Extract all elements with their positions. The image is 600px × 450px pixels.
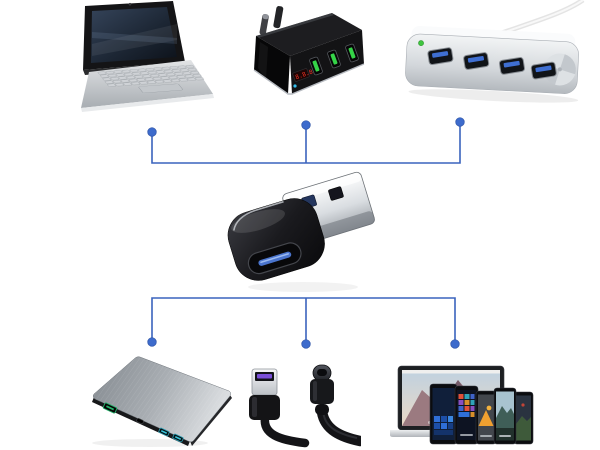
netbook-photo bbox=[75, 0, 215, 114]
usb-c-port bbox=[247, 242, 302, 275]
bottom-bracket-lines bbox=[151, 297, 456, 342]
phone-nexus bbox=[493, 387, 517, 445]
usb-ports bbox=[309, 43, 359, 76]
hub-body bbox=[405, 26, 579, 103]
usb-hub-photo bbox=[400, 0, 590, 103]
wall-charger-photo: 8.8.8 bbox=[248, 6, 366, 108]
usb-a-hole-icon bbox=[328, 186, 344, 201]
cable-wire bbox=[260, 413, 310, 448]
usb-cable-photo bbox=[243, 362, 361, 448]
top-bracket-lines bbox=[151, 124, 461, 164]
plug-prongs bbox=[259, 6, 284, 36]
triangle-wallpaper-icon bbox=[478, 410, 494, 426]
keyboard bbox=[97, 64, 205, 93]
dot-bottom-right bbox=[450, 339, 460, 349]
connector-dots bbox=[147, 117, 465, 349]
smartphones bbox=[429, 383, 534, 445]
dot-top-left bbox=[147, 127, 157, 137]
dot-bottom-middle bbox=[301, 339, 311, 349]
usb-a-connector bbox=[249, 368, 280, 420]
usb-c-connector bbox=[310, 364, 334, 415]
phone-windows-tiles bbox=[454, 385, 479, 445]
charger-body bbox=[253, 13, 365, 95]
usb-c-port-icon bbox=[136, 418, 144, 424]
laptop-screen bbox=[83, 1, 185, 70]
trackpad bbox=[138, 83, 183, 93]
mobile-devices-photo bbox=[388, 358, 534, 446]
laptop-base bbox=[81, 60, 214, 112]
phone-android-triangle bbox=[475, 390, 497, 445]
status-led-icon bbox=[293, 84, 297, 88]
phone-windows-tablet bbox=[429, 383, 458, 445]
hub-usb-ports bbox=[427, 47, 557, 80]
dot-top-middle bbox=[301, 120, 311, 130]
usb-a-tab-icon bbox=[257, 374, 272, 379]
power-bank-photo bbox=[88, 355, 238, 447]
power-led-icon bbox=[418, 40, 424, 46]
usb-adapter-photo bbox=[223, 168, 385, 294]
webcam-icon bbox=[128, 2, 132, 6]
dot-top-right bbox=[455, 117, 465, 127]
dot-bottom-left bbox=[147, 337, 157, 347]
power-bank-ports bbox=[102, 402, 184, 443]
phone-landscape-2 bbox=[513, 391, 534, 445]
